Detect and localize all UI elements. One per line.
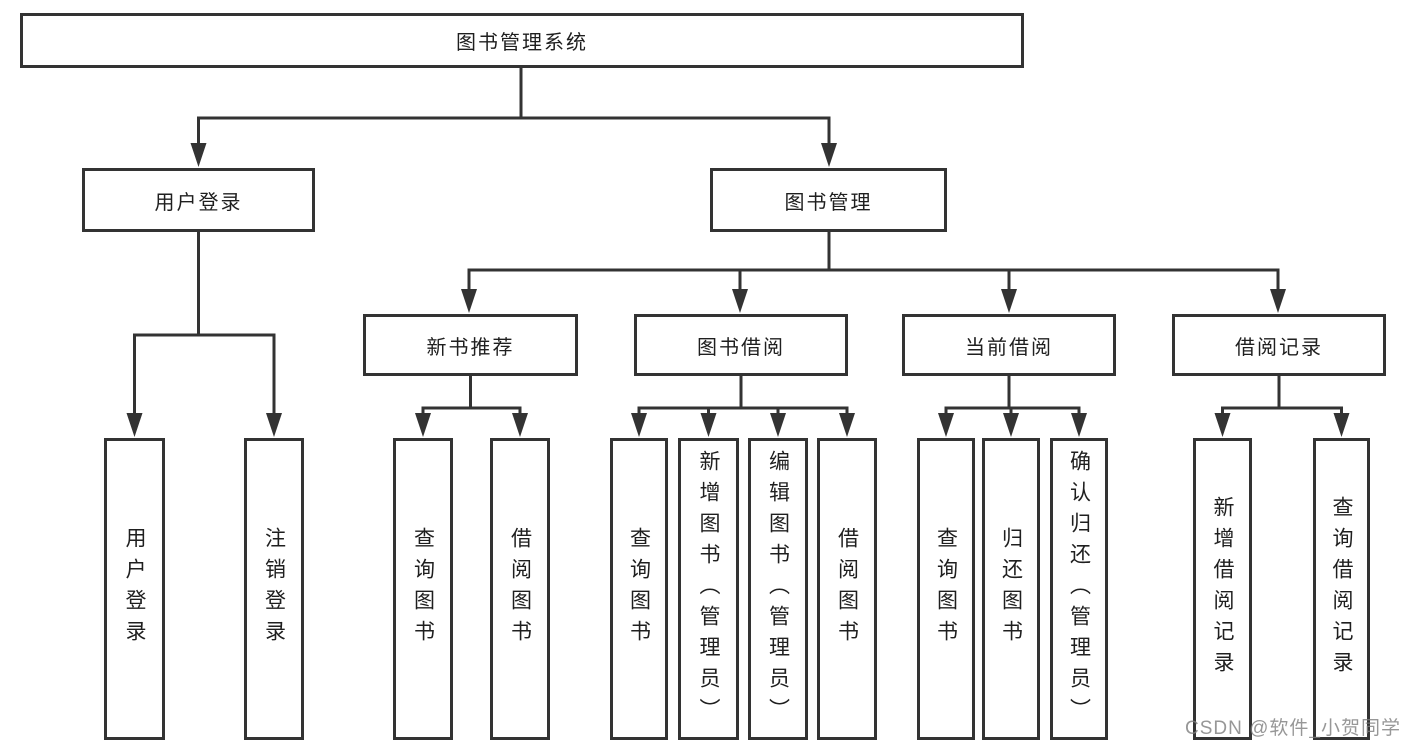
leaf-label: 借阅图书 <box>835 527 859 651</box>
arrowhead-icon <box>461 289 1286 313</box>
leaf-add-borrow-record: 新增借阅记录 <box>1193 438 1252 740</box>
leaf-borrow-books-recommend: 借阅图书 <box>490 438 550 740</box>
node-current-borrow: 当前借阅 <box>902 314 1116 376</box>
leaf-label: 借阅图书 <box>508 527 532 651</box>
leaf-return-book: 归还图书 <box>982 438 1040 740</box>
leaf-label: 查询借阅记录 <box>1330 496 1353 682</box>
connector-root-to-level2 <box>190 68 837 167</box>
leaf-label: 用户登录 <box>123 527 146 651</box>
node-borrow-records: 借阅记录 <box>1172 314 1386 376</box>
leaf-add-book-admin: 新增图书（管理员） <box>678 438 739 740</box>
node-book-borrow: 图书借阅 <box>634 314 848 376</box>
leaf-label: 查询图书 <box>627 527 651 651</box>
leaf-label: 查询图书 <box>411 527 435 651</box>
arrowhead-icon <box>631 413 855 437</box>
leaf-label: 查询图书 <box>934 527 958 651</box>
leaf-edit-book-admin: 编辑图书（管理员） <box>748 438 808 740</box>
arrowhead-icon <box>1214 413 1350 437</box>
connector-line <box>944 376 1081 414</box>
leaf-query-borrow-record: 查询借阅记录 <box>1313 438 1370 740</box>
leaf-label: 新增图书（管理员） <box>697 449 720 729</box>
connector-bookborrow-to-leaves <box>631 376 855 437</box>
leaf-user-login: 用户登录 <box>104 438 165 740</box>
connector-line <box>1221 376 1343 414</box>
arrowhead-icon <box>126 413 282 437</box>
leaf-query-books-current: 查询图书 <box>917 438 975 740</box>
connector-newbookrec-to-leaves <box>415 376 528 437</box>
leaf-confirm-return-admin: 确认归还（管理员） <box>1050 438 1108 740</box>
leaf-label: 归还图书 <box>999 527 1023 651</box>
leaf-borrow-books: 借阅图书 <box>817 438 877 740</box>
arrowhead-icon <box>190 143 837 167</box>
node-root: 图书管理系统 <box>20 13 1024 68</box>
node-book-management: 图书管理 <box>710 168 947 232</box>
connector-userlogin-to-leaves <box>126 232 282 437</box>
connector-line <box>637 376 849 414</box>
csdn-watermark: CSDN @软件_小贺同学 <box>1185 718 1401 739</box>
leaf-logout: 注销登录 <box>244 438 304 740</box>
connector-borrowrecords-to-leaves <box>1214 376 1350 437</box>
leaf-query-books-recommend: 查询图书 <box>393 438 453 740</box>
leaf-query-books-borrow: 查询图书 <box>610 438 668 740</box>
arrowhead-icon <box>938 413 1087 437</box>
connector-currentborrow-to-leaves <box>938 376 1087 437</box>
leaf-label: 确认归还（管理员） <box>1067 449 1091 729</box>
leaf-label: 新增借阅记录 <box>1211 496 1234 682</box>
node-new-book-recommend: 新书推荐 <box>363 314 578 376</box>
leaf-label: 注销登录 <box>262 527 286 651</box>
connector-line <box>421 376 522 414</box>
connector-bookmgmt-to-level3 <box>461 232 1286 313</box>
node-user-login: 用户登录 <box>82 168 315 232</box>
arrowhead-icon <box>415 413 528 437</box>
leaf-label: 编辑图书（管理员） <box>766 449 790 729</box>
connector-line <box>467 232 1280 290</box>
connector-line <box>197 68 831 144</box>
connector-line <box>133 232 276 414</box>
